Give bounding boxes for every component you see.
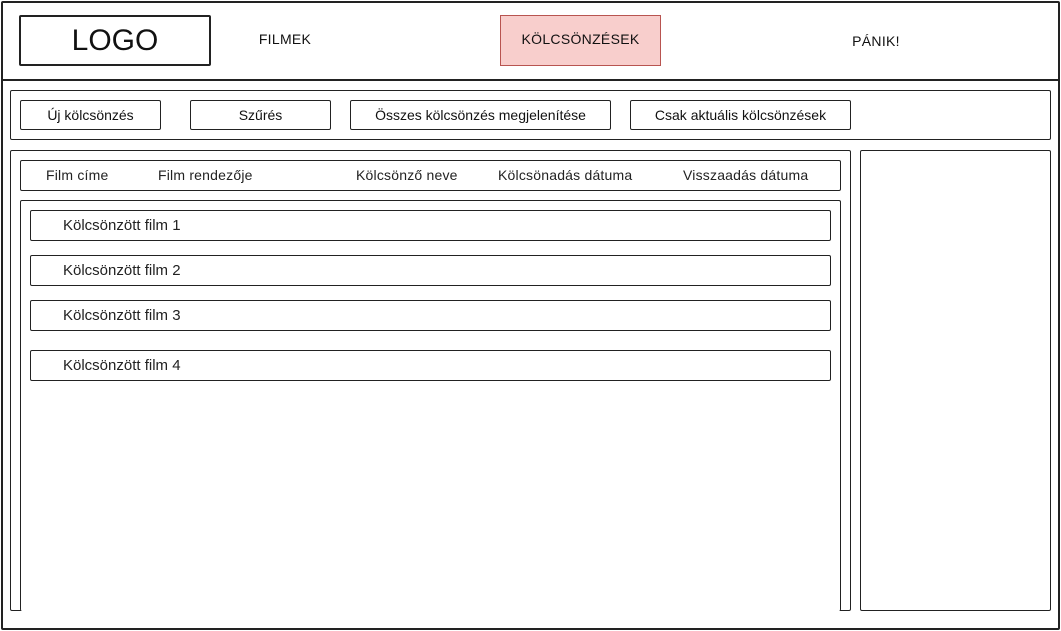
column-header-renter[interactable]: Kölcsönző neve: [356, 167, 458, 183]
column-header-title[interactable]: Film címe: [46, 167, 108, 183]
nav-films[interactable]: FILMEK: [245, 28, 325, 50]
list-item-label: Kölcsönzött film 1: [63, 217, 181, 234]
header-divider: [1, 79, 1060, 81]
show-all-rentals-button[interactable]: Összes kölcsönzés megjelenítése: [350, 100, 611, 130]
only-current-label: Csak aktuális kölcsönzések: [654, 107, 827, 123]
nav-rentals-label: KÖLCSÖNZÉSEK: [521, 30, 640, 47]
column-header-return-date-label: Visszaadás dátuma: [683, 167, 809, 183]
nav-panic[interactable]: PÁNIK!: [836, 30, 916, 52]
list-item[interactable]: Kölcsönzött film 4: [30, 350, 831, 381]
nav-panic-label: PÁNIK!: [852, 33, 900, 49]
column-header-return-date[interactable]: Visszaadás dátuma: [683, 167, 808, 183]
column-header-title-label: Film címe: [46, 167, 109, 183]
filter-label: Szűrés: [238, 107, 283, 123]
logo-text: LOGO: [71, 23, 159, 57]
filter-button[interactable]: Szűrés: [190, 100, 331, 130]
logo[interactable]: LOGO: [19, 15, 211, 66]
side-panel: [860, 150, 1051, 611]
column-header-renter-label: Kölcsönző neve: [356, 167, 458, 183]
list-item[interactable]: Kölcsönzött film 1: [30, 210, 831, 241]
nav-films-label: FILMEK: [258, 31, 312, 47]
only-current-rentals-button[interactable]: Csak aktuális kölcsönzések: [630, 100, 851, 130]
list-item-label: Kölcsönzött film 3: [63, 307, 181, 324]
nav-rentals-active[interactable]: KÖLCSÖNZÉSEK: [500, 15, 661, 66]
show-all-label: Összes kölcsönzés megjelenítése: [375, 107, 586, 123]
table-header: [20, 160, 841, 191]
new-rental-label: Új kölcsönzés: [47, 107, 134, 123]
list-item-label: Kölcsönzött film 4: [63, 357, 181, 374]
list-item-label: Kölcsönzött film 2: [63, 262, 181, 279]
new-rental-button[interactable]: Új kölcsönzés: [20, 100, 161, 130]
list-item[interactable]: Kölcsönzött film 2: [30, 255, 831, 286]
column-header-rent-date[interactable]: Kölcsönadás dátuma: [498, 167, 632, 183]
column-header-director[interactable]: Film rendezője: [158, 167, 253, 183]
column-header-director-label: Film rendezője: [158, 167, 253, 183]
column-header-rent-date-label: Kölcsönadás dátuma: [498, 167, 633, 183]
list-item[interactable]: Kölcsönzött film 3: [30, 300, 831, 331]
